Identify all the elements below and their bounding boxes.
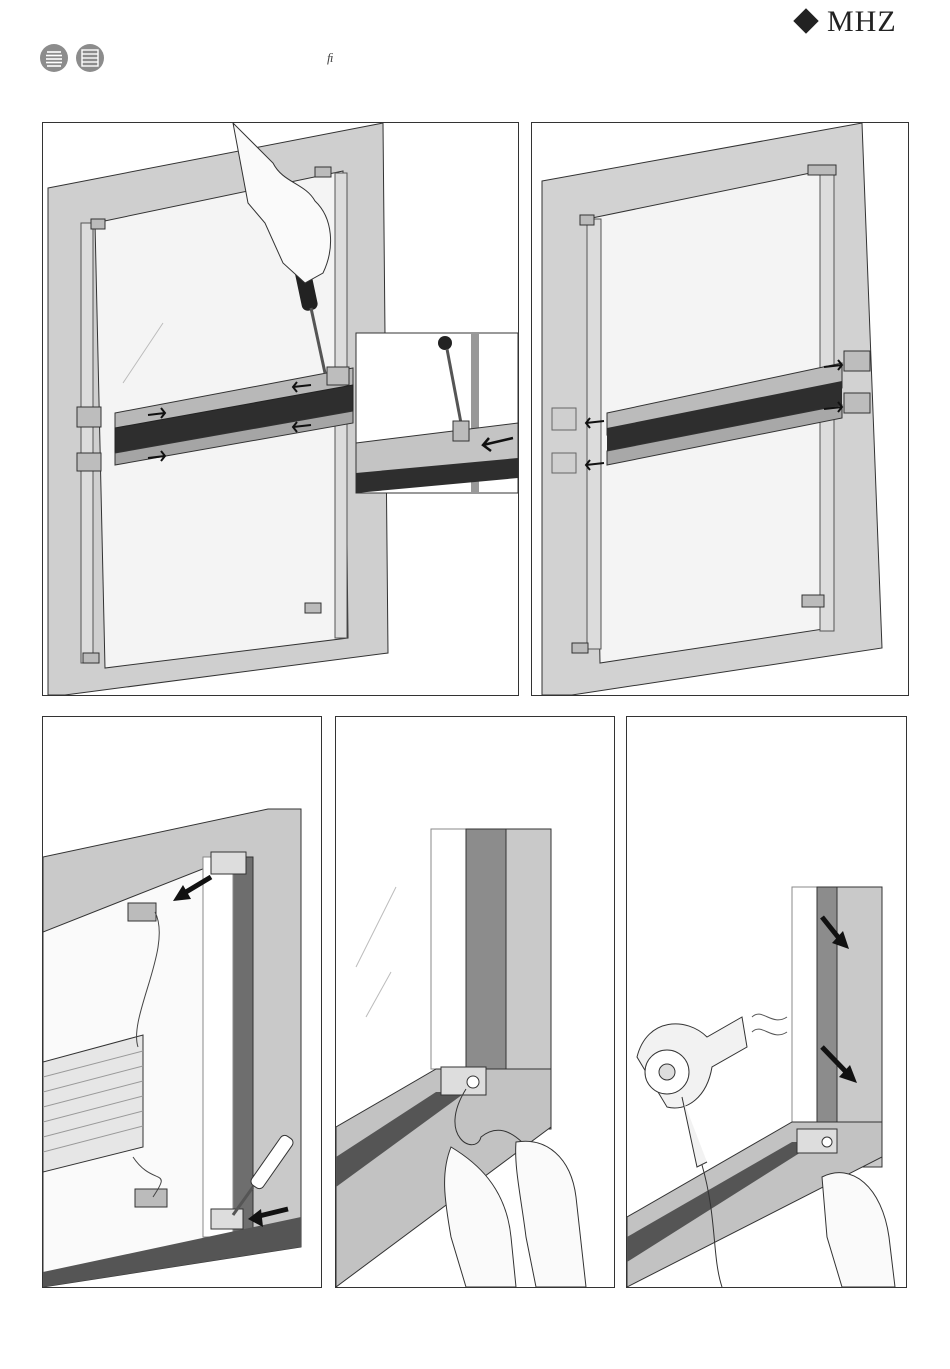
- stray-glyph: ﬁ: [327, 50, 334, 66]
- panel-step-2: [531, 122, 909, 696]
- detail-inset: [356, 333, 518, 493]
- blind-icon-right: [76, 44, 104, 72]
- brand-name: MHZ: [827, 5, 897, 39]
- logo-diamond-icon: [793, 8, 818, 33]
- brand-logo: MHZ: [795, 6, 915, 38]
- panel-step-1: [42, 122, 519, 696]
- panel-step-5: [626, 716, 907, 1288]
- blind-icon-left: [40, 44, 68, 72]
- panel-step-4: [335, 716, 615, 1288]
- panel-step-3: [42, 716, 322, 1288]
- hand-icon: [822, 1173, 895, 1287]
